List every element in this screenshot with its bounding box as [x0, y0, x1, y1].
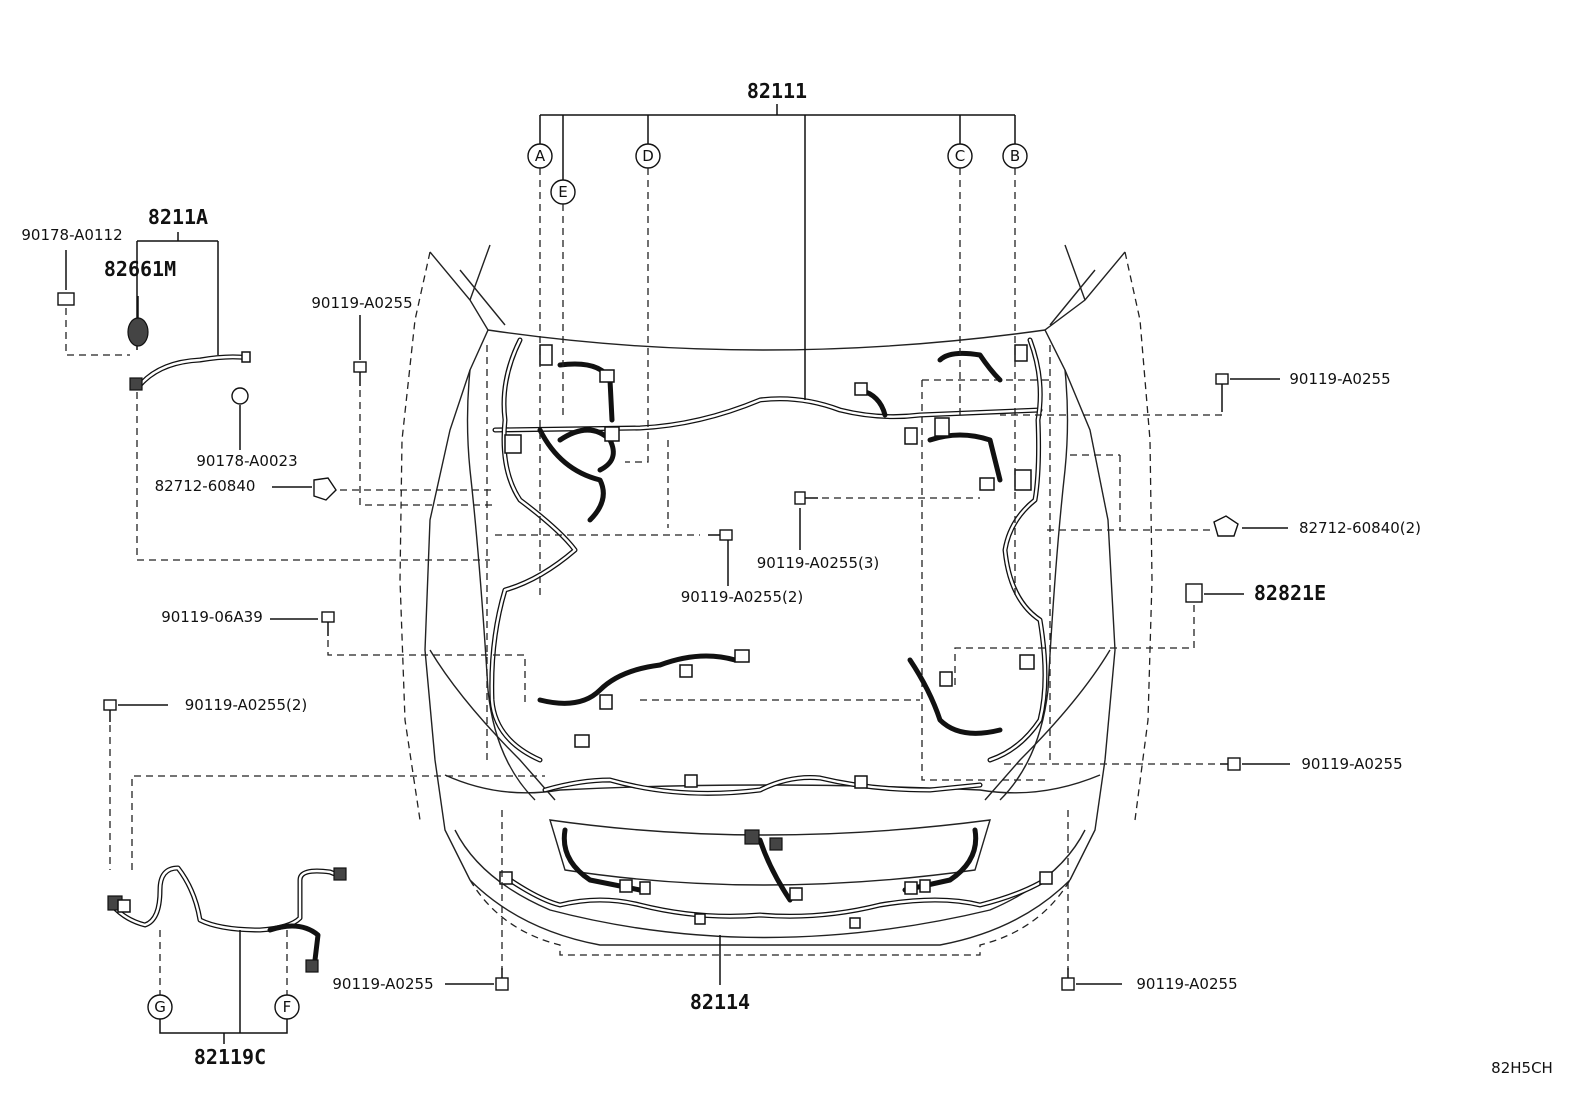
callout-circle-c: C: [947, 143, 973, 169]
bottom-fasteners: 90119-A0255 90119-A0255 82114: [332, 810, 1238, 1014]
fastener-label-90119-A0255-bottom-right: 90119-A0255: [1136, 975, 1237, 993]
svg-text:C: C: [955, 147, 965, 165]
callout-g: G: [154, 998, 166, 1016]
right-fasteners: 90119-A0255 82712-60840(2) 82821E 90119-…: [954, 370, 1421, 773]
fastener-label-90119-A0255-2-center: 90119-A0255(2): [681, 588, 803, 606]
callout-f: F: [283, 998, 292, 1016]
part-label-82661M: 82661M: [104, 257, 176, 281]
fastener-label-90119-06A39: 90119-06A39: [161, 608, 263, 626]
part-label-82114: 82114: [690, 990, 750, 1014]
fastener-label-90119-A0255-upper-right: 90119-A0255: [1289, 370, 1390, 388]
vehicle-body-outline: [399, 244, 1153, 956]
left-fasteners: 82712-60840 90119-A0255 90119-06A39 9011…: [103, 294, 545, 870]
callout-circle-d: D: [635, 143, 661, 169]
main-harness-leader: 82111: [539, 79, 1016, 400]
part-label-8211A: 8211A: [148, 205, 208, 229]
fastener-label-82712-60840-left: 82712-60840: [155, 477, 256, 495]
fastener-label-90119-A0255-bottom-left: 90119-A0255: [332, 975, 433, 993]
callout-circle-a: A: [527, 143, 553, 169]
part-label-82821E: 82821E: [1254, 581, 1326, 605]
fastener-label-90119-A0255-2-left: 90119-A0255(2): [185, 696, 307, 714]
fastener-label-90178-A0023: 90178-A0023: [196, 452, 297, 470]
fastener-label-90119-A0255-upper-left: 90119-A0255: [311, 294, 412, 312]
fastener-label-82712-60840-2-right: 82712-60840(2): [1299, 519, 1421, 537]
callout-dashed-leaders: [539, 168, 1016, 600]
svg-text:A: A: [535, 147, 546, 165]
part-label-82119C: 82119C: [194, 1045, 266, 1069]
fastener-label-90119-A0255-3: 90119-A0255(3): [757, 554, 879, 572]
fog-lamp-harness-82119C: G F 82119C: [107, 865, 347, 1069]
callout-circle-b: B: [1002, 143, 1028, 169]
fastener-label-90119-A0255-mid-right: 90119-A0255: [1301, 755, 1402, 773]
svg-text:B: B: [1010, 147, 1020, 165]
part-label-82111: 82111: [747, 79, 807, 103]
svg-text:D: D: [642, 147, 654, 165]
callout-circle-e: E: [550, 179, 576, 205]
connector-blocks: [499, 344, 1053, 929]
svg-text:E: E: [558, 183, 567, 201]
fastener-label-90178-A0112: 90178-A0112: [21, 226, 122, 244]
front-bumper-harness: [507, 827, 1048, 919]
diagram-code: 82H5CH: [1491, 1059, 1553, 1077]
sub-harness-8211A: 8211A 82661M 90178-A0112 90178-A0023: [21, 205, 490, 561]
center-fasteners: 90119-A0255(3) 90119-A0255(2): [495, 440, 980, 701]
